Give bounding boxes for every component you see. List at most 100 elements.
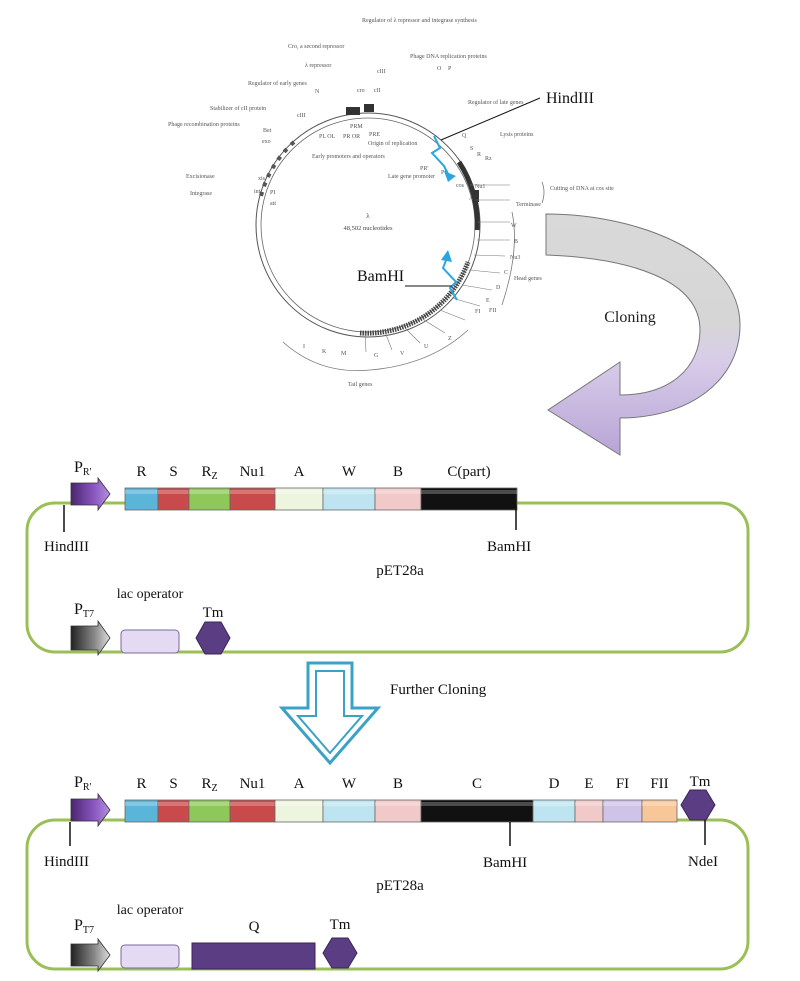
hindiii-1-label: HindIII <box>44 539 89 555</box>
promoter-pt7-1: PT7 <box>74 601 94 620</box>
annot-integrase: Integrase <box>190 191 212 197</box>
annot-early-promoters: Early promoters and operators <box>312 154 385 160</box>
segment-top-a <box>346 107 360 115</box>
lac-operator-2-label: lac operator <box>117 903 184 918</box>
hindiii-map-label: HindIII <box>546 90 594 107</box>
lambda-center-size: 48,502 nucleotides <box>343 225 393 232</box>
svg-text:int: int <box>254 189 261 195</box>
gene-c1-5-shine <box>323 490 375 494</box>
tm-2-label: Tm <box>330 917 351 933</box>
gene-c1-2-label: RZ <box>201 464 217 482</box>
svg-text:cIII: cIII <box>297 113 306 119</box>
gene-c2-10-label: FI <box>616 776 629 792</box>
gene-c2-2-label: RZ <box>201 776 217 794</box>
gene-c2-4-shine <box>275 802 323 806</box>
svg-text:W: W <box>511 223 517 229</box>
svg-text:S: S <box>470 146 473 152</box>
hindiii-leader <box>440 97 541 141</box>
down-arrow-outer <box>278 661 382 766</box>
down-arrow-inner <box>295 670 365 755</box>
svg-text:cII: cII <box>374 88 381 94</box>
gene-c1-5-label: W <box>342 464 357 480</box>
annot-cro: Cro, a second repressor <box>288 44 344 50</box>
gene-c2-3-label: Nu1 <box>240 776 266 792</box>
svg-text:U: U <box>424 344 429 350</box>
svg-text:cos: cos <box>456 183 465 189</box>
gene-c2-1-shine <box>158 802 189 806</box>
gene-ticks <box>364 184 510 353</box>
svg-text:PR OR: PR OR <box>343 134 360 140</box>
gene-c1-3-shine <box>230 490 275 494</box>
gene-c1-0-shine <box>125 490 158 494</box>
svg-text:PRM: PRM <box>350 124 363 130</box>
svg-text:att: att <box>270 201 276 207</box>
tail-genes-bracket <box>282 329 469 372</box>
svg-text:I: I <box>303 344 305 350</box>
svg-text:O: O <box>437 66 442 72</box>
bamhi-1-label: BamHI <box>487 539 531 555</box>
gene-c2-8-label: D <box>549 776 560 792</box>
svg-text:PR': PR' <box>420 166 428 172</box>
svg-text:K: K <box>322 349 327 355</box>
lac-operator-1-box <box>120 629 180 654</box>
head-genes-bracket <box>501 211 515 306</box>
svg-text:xis: xis <box>258 176 266 182</box>
lac-operator-1-label: lac operator <box>117 587 184 602</box>
promoter-pt7-2: PT7 <box>74 917 94 936</box>
gene-c1-1-shine <box>158 490 189 494</box>
svg-text:B: B <box>514 239 518 245</box>
gene-c1-7-box <box>420 487 518 511</box>
segment-top-b <box>364 104 374 112</box>
gene-c2-11-box <box>641 799 678 823</box>
further-cloning-arrow: Further Cloning <box>278 661 487 766</box>
gene-c2-5-label: W <box>342 776 357 792</box>
cloning-label: Cloning <box>604 309 656 326</box>
gene-c2-7-shine <box>421 802 533 806</box>
svg-text:exo: exo <box>262 139 271 145</box>
annot-regulator-late: Regulator of late genes <box>468 99 524 106</box>
gene-c1-1-label: S <box>169 464 177 480</box>
svg-text:V: V <box>400 351 405 357</box>
hindiii-arrowhead <box>444 171 456 182</box>
svg-text:Q: Q <box>462 133 467 139</box>
annot-tail-genes: Tail genes <box>348 382 373 388</box>
gene-c2-9-shine <box>575 802 603 806</box>
annot-lysis: Lysis proteins <box>500 132 534 138</box>
plasmid-2-name: pET28a <box>376 878 424 894</box>
gene-c2-9-label: E <box>584 776 593 792</box>
annot-cutting: Cutting of DNA at cos site <box>550 185 614 192</box>
annot-excisionase: Excisionase <box>186 174 215 180</box>
annot-head-genes: Head genes <box>514 276 542 282</box>
annot-stabilizer: Stabilizer of cII protein <box>210 105 266 112</box>
annot-regulator-early: Regulator of early genes <box>248 80 307 87</box>
gene-c1-7-shine <box>421 490 517 494</box>
svg-text:FI: FI <box>475 309 480 315</box>
gene-c2-3-shine <box>230 802 275 806</box>
gene-c2-6-shine <box>375 802 421 806</box>
plasmid-1-name: pET28a <box>376 563 424 579</box>
promoter-pr-2-arrow <box>70 792 111 828</box>
tm-top-2-label: Tm <box>690 774 711 790</box>
svg-text:Bet: Bet <box>263 128 272 134</box>
gene-c1-7-label: C(part) <box>447 464 490 480</box>
promoter-pr-2: PR' <box>74 774 92 793</box>
hindiii-2-label: HindIII <box>44 854 89 870</box>
svg-text:PL OL: PL OL <box>319 134 336 140</box>
gene-c1-6-shine <box>375 490 421 494</box>
svg-text:N: N <box>315 89 320 95</box>
svg-text:PI: PI <box>270 190 275 196</box>
hindiii-map-marker <box>430 135 451 179</box>
svg-text:M: M <box>341 351 347 357</box>
gene-c2-7-label: C <box>472 776 482 792</box>
tm-top-2-hexagon <box>680 789 716 821</box>
annot-phage-recomb: Phage recombination proteins <box>168 122 240 128</box>
lambda-circle-outer <box>255 112 481 338</box>
promoter-pt7-2-arrow <box>70 937 111 973</box>
further-cloning-label: Further Cloning <box>390 682 487 698</box>
svg-text:Nu1: Nu1 <box>475 184 485 190</box>
gene-c1-4-label: A <box>294 464 305 480</box>
svg-text:Nu3: Nu3 <box>510 255 520 261</box>
